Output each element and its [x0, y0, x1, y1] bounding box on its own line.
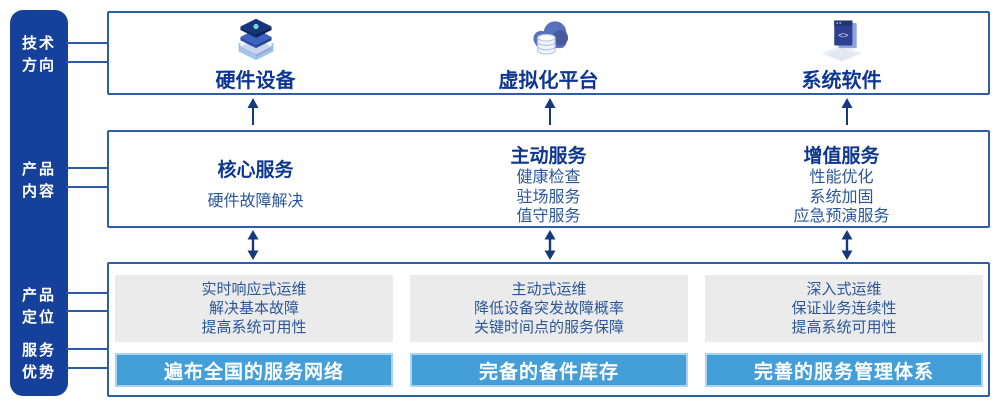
- positioning-line: 降低设备突发故障概率: [473, 300, 624, 317]
- positioning-line: 实时响应式运维: [201, 281, 307, 298]
- double-arrow-icon: [840, 230, 854, 260]
- product-positioning-panel: 实时响应式运维 解决基本故障 提高系统可用性 主动式运维 降低设备突发故障概率 …: [107, 262, 990, 397]
- up-arrow-icon: [246, 98, 260, 125]
- positioning-card-proactive: 主动式运维 降低设备突发故障概率 关键时间点的服务保障: [410, 275, 688, 342]
- service-item: 应急预演服务: [793, 208, 890, 225]
- rail-label-service-advantage: 服务 优势: [21, 342, 56, 381]
- service-group-heading: 主动服务: [510, 146, 587, 167]
- service-group-proactive: 主动服务 健康检查 驻场服务 值守服务: [402, 132, 695, 226]
- connector-line: [66, 292, 109, 294]
- cloud-database-icon: [532, 21, 568, 55]
- connector-line: [66, 348, 109, 350]
- advantage-banner-spares: 完备的备件库存: [410, 353, 688, 387]
- positioning-line: 深入式运维: [806, 281, 882, 298]
- positioning-line: 保证业务连续性: [791, 300, 897, 317]
- positioning-line: 提高系统可用性: [791, 319, 897, 336]
- svg-text:<>: <>: [838, 31, 848, 41]
- connector-line: [66, 186, 109, 188]
- advantage-banner-management: 完善的服务管理体系: [705, 353, 983, 387]
- connector-line: [66, 61, 109, 63]
- advantage-banner-network: 遍布全国的服务网络: [115, 353, 393, 387]
- service-item: 值守服务: [516, 208, 581, 225]
- service-item: 系统加固: [809, 188, 874, 206]
- category-rail: [10, 10, 68, 396]
- service-item: 硬件故障解决: [207, 193, 304, 210]
- tech-label-virtualization: 虚拟化平台: [498, 70, 599, 92]
- tech-column-virtualization: 虚拟化平台: [402, 13, 695, 93]
- positioning-line: 提高系统可用性: [201, 319, 307, 336]
- double-arrow-icon: [543, 230, 557, 260]
- tech-label-hardware: 硬件设备: [215, 70, 296, 92]
- tech-direction-panel: 硬件设备 虚拟化平台 <>: [107, 11, 990, 95]
- service-group-heading: 核心服务: [217, 160, 294, 181]
- service-group-heading: 增值服务: [803, 146, 880, 167]
- positioning-card-indepth: 深入式运维 保证业务连续性 提高系统可用性: [705, 275, 983, 342]
- tech-column-hardware: 硬件设备: [109, 13, 402, 93]
- connector-line: [66, 167, 109, 169]
- positioning-line: 关键时间点的服务保障: [473, 319, 624, 336]
- rail-label-product-content: 产品 内容: [21, 161, 56, 200]
- service-group-core: 核心服务 硬件故障解决: [109, 132, 402, 226]
- positioning-line: 主动式运维: [511, 281, 587, 298]
- up-arrow-icon: [543, 98, 557, 125]
- code-window-icon: <>: [820, 20, 863, 62]
- service-item: 驻场服务: [516, 188, 581, 206]
- server-stack-icon: [238, 18, 273, 61]
- connector-line: [66, 367, 109, 369]
- tech-label-software: 系统软件: [801, 70, 882, 92]
- connector-line: [66, 310, 109, 312]
- tech-column-software: <> 系统软件: [695, 13, 988, 93]
- service-item: 健康检查: [516, 169, 581, 186]
- service-item: 性能优化: [809, 169, 874, 186]
- positioning-card-realtime: 实时响应式运维 解决基本故障 提高系统可用性: [115, 275, 393, 342]
- double-arrow-icon: [246, 230, 260, 260]
- up-arrow-icon: [840, 98, 854, 125]
- rail-label-tech-direction: 技术 方向: [21, 35, 56, 74]
- positioning-line: 解决基本故障: [208, 300, 299, 317]
- product-content-panel: 核心服务 硬件故障解决 主动服务 健康检查 驻场服务 值守服务 增值服务 性能优…: [107, 130, 990, 228]
- rail-label-product-positioning: 产品 定位: [21, 287, 56, 326]
- service-group-value-added: 增值服务 性能优化 系统加固 应急预演服务: [695, 132, 988, 226]
- connector-line: [66, 42, 109, 44]
